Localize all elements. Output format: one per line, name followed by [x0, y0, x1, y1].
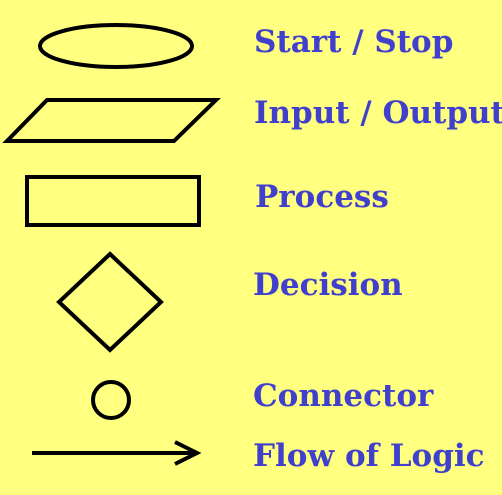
label-decision: Decision: [253, 267, 403, 303]
parallelogram-icon: [2, 98, 221, 143]
label-process: Process: [255, 179, 389, 215]
label-connector: Connector: [253, 378, 434, 414]
arrow-right-icon: [32, 440, 202, 466]
rectangle-icon: [25, 175, 201, 227]
diamond-icon: [56, 251, 164, 353]
terminal-ellipse-icon: [38, 23, 194, 69]
label-input-output: Input / Output: [254, 95, 502, 131]
circle-connector-icon: [91, 380, 131, 420]
label-flow-of-logic: Flow of Logic: [253, 438, 485, 474]
label-start-stop: Start / Stop: [254, 24, 454, 60]
